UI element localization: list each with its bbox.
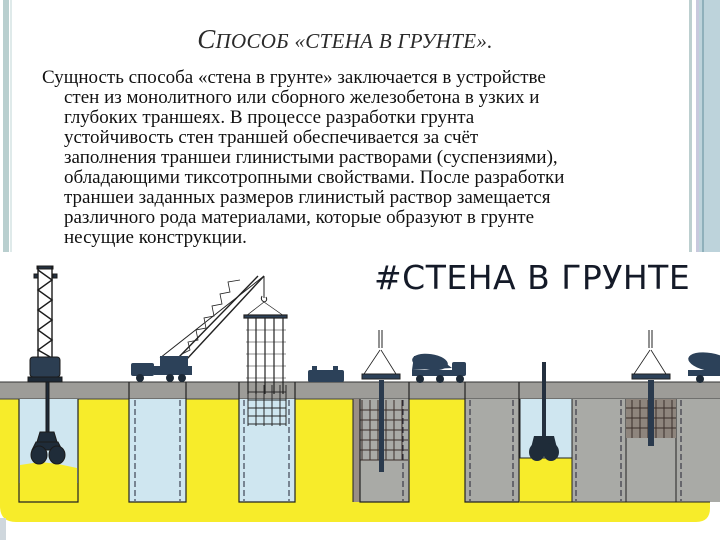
tremie-pipe xyxy=(631,330,671,380)
slurry-wall-illustration xyxy=(0,252,720,540)
body-line: несущие конструкции. xyxy=(64,227,247,248)
body-line: устойчивость стен траншей обеспечивается… xyxy=(64,127,479,148)
trench-concreting xyxy=(359,380,410,503)
tremie-pipe xyxy=(361,330,401,380)
title-rest: ПОСОБ «СТЕНА В ГРУНТЕ». xyxy=(215,29,493,53)
mobile-crane xyxy=(131,275,268,382)
ground-surface xyxy=(0,382,720,399)
body-line: Сущность способа «стена в грунте» заключ… xyxy=(42,67,546,88)
body-line: стен из монолитного или сборного железоб… xyxy=(64,87,540,108)
body-line: различного рода материалами, которые обр… xyxy=(64,207,535,228)
trench-finished-panel xyxy=(464,382,520,503)
body-line: траншеи заданных размеров глинистый раст… xyxy=(64,187,551,208)
concrete-mixer-truck xyxy=(688,352,720,383)
trench-secondary-excavation xyxy=(519,380,720,503)
slide-body-text: Сущность способа «стена в грунте» заключ… xyxy=(42,68,642,248)
trench-rebar-cage xyxy=(238,382,296,503)
slurry-unit xyxy=(308,370,344,382)
clamshell-rig xyxy=(27,265,66,465)
slide-title: СПОСОБ «СТЕНА В ГРУНТЕ». xyxy=(0,24,690,55)
rebar-cage xyxy=(243,301,288,394)
title-first-letter: С xyxy=(197,24,216,54)
body-line: глубоких траншеях. В процессе разработки… xyxy=(64,107,475,128)
body-line: обладающими тиксотропными свойствами. По… xyxy=(64,167,565,188)
illustration-caption: #СТЕНА В ГРУНТЕ xyxy=(374,258,691,297)
concrete-mixer-truck xyxy=(412,353,466,383)
body-line: заполнения траншеи глинистыми растворами… xyxy=(64,147,558,168)
trench-slurry xyxy=(128,382,187,503)
grab-rod xyxy=(542,362,546,452)
